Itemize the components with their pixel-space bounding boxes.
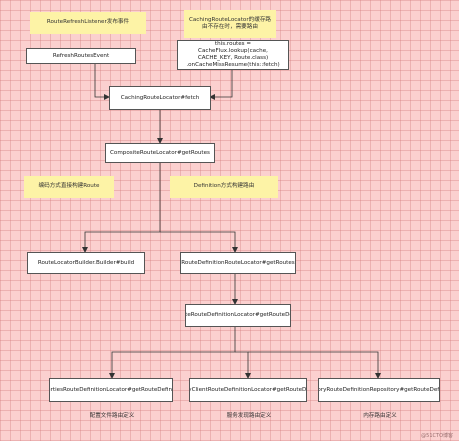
arrow-composite-to-builder: [82, 163, 161, 253]
watermark: @51CTO博客: [421, 433, 453, 439]
arrow-to-properties: [109, 327, 236, 379]
node-caching-route-locator-fetch: CachingRouteLocator#fetch: [109, 86, 211, 110]
node-composite-route-locator-get-routes: CompositeRouteLocator#getRoutes: [105, 143, 215, 163]
arrow-to-inmemory: [248, 351, 381, 379]
node-composite-route-definition-locator: CompositeRouteDefinitionLocator#getRoute…: [185, 304, 291, 327]
arrow-composite-to-definition: [160, 231, 238, 253]
caption-properties: 配置文件路由定义: [89, 413, 135, 419]
note-route-refresh-listener: RouteRefreshListener发布事件: [30, 12, 146, 34]
node-route-locator-builder-build: RouteLocatorBuilder.Builder#build: [27, 252, 145, 274]
node-cache-lookup-code: this.routes = CacheFlux.lookup(cache, CA…: [177, 40, 289, 70]
node-inmemory-route-definition-repository: InMemoryRouteDefinitionRepository#getRou…: [318, 378, 440, 402]
node-properties-route-definition-locator: PropertiesRouteDefinitionLocator#getRout…: [49, 378, 173, 402]
caption-inmemory: 内存路由定义: [363, 413, 397, 419]
node-refresh-routes-event: RefreshRoutesEvent: [26, 48, 136, 64]
caption-discovery: 服务发现路由定义: [226, 413, 272, 419]
note-caching-miss: CachingRouteLocator的缓存路由不存在时，需要路由: [184, 10, 276, 38]
node-discovery-client-route-definition-locator: DiscoveryClientRouteDefinitionLocator#ge…: [189, 378, 307, 402]
note-definition-routes: Definition方式构建路由: [170, 176, 278, 198]
node-route-definition-route-locator-get-routes: RouteDefinitionRouteLocator#getRoutes: [180, 252, 296, 274]
arrow-to-discovery: [235, 351, 251, 379]
arrow-refresh-to-fetch: [94, 64, 110, 100]
note-code-routes: 编码方式直接构建Route: [24, 176, 114, 198]
arrow-cache-to-fetch: [209, 70, 233, 100]
